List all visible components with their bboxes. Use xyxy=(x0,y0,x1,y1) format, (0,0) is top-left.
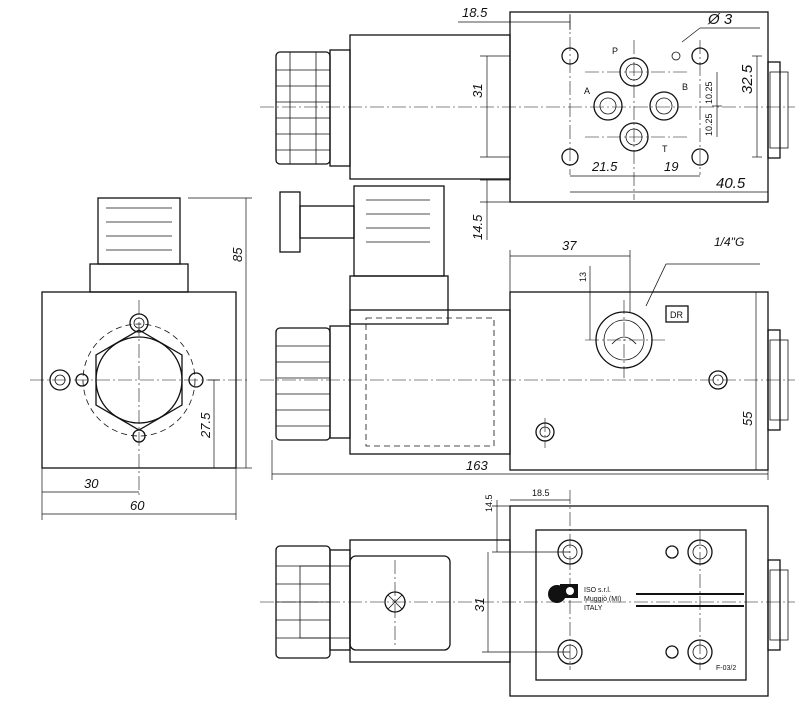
dim-85: 85 xyxy=(230,247,245,262)
dim-13: 13 xyxy=(578,272,588,282)
dim-31-bottom: 31 xyxy=(472,598,487,612)
dim-10-25-b: 10.25 xyxy=(704,113,714,136)
plate-line-1: ISO s.r.l. xyxy=(584,587,611,594)
dim-18-5-top: 18.5 xyxy=(462,5,488,20)
port-b-label: B xyxy=(682,82,688,92)
dim-60: 60 xyxy=(130,498,145,513)
plate-line-2: Muggiò (MI) xyxy=(584,596,621,603)
plate-line-3: ITALY xyxy=(584,605,603,612)
dim-31-top: 31 xyxy=(470,84,485,98)
dim-hole-diameter: Ø 3 xyxy=(707,11,733,28)
port-p-label: P xyxy=(612,46,618,56)
connector-knob-front xyxy=(275,327,331,441)
iso-logo xyxy=(548,584,578,603)
top-view xyxy=(260,11,795,240)
dim-19: 19 xyxy=(664,159,678,174)
dim-21-5: 21.5 xyxy=(591,159,618,174)
plate-code: F-03/2 xyxy=(716,665,736,672)
dim-14-5-bottom: 14.5 xyxy=(484,494,494,512)
connector-knob-top xyxy=(275,51,331,165)
front-view xyxy=(260,185,795,480)
dim-27-5: 27.5 xyxy=(198,412,213,439)
thread-label: 1/4"G xyxy=(714,235,744,249)
dim-32-5: 32.5 xyxy=(739,64,756,94)
dim-14-5-top: 14.5 xyxy=(470,214,485,240)
end-view xyxy=(30,197,252,520)
dim-37: 37 xyxy=(562,238,577,253)
dim-163: 163 xyxy=(466,458,488,473)
bottom-view xyxy=(260,490,795,697)
dim-18-5-bottom: 18.5 xyxy=(532,488,550,498)
drain-label: DR xyxy=(670,310,683,320)
dim-30: 30 xyxy=(84,476,99,491)
dim-10-25-a: 10.25 xyxy=(704,81,714,104)
port-a-label: A xyxy=(584,86,590,96)
dim-55: 55 xyxy=(740,411,755,426)
port-t-label: T xyxy=(662,144,668,154)
dim-40-5: 40.5 xyxy=(716,175,746,192)
